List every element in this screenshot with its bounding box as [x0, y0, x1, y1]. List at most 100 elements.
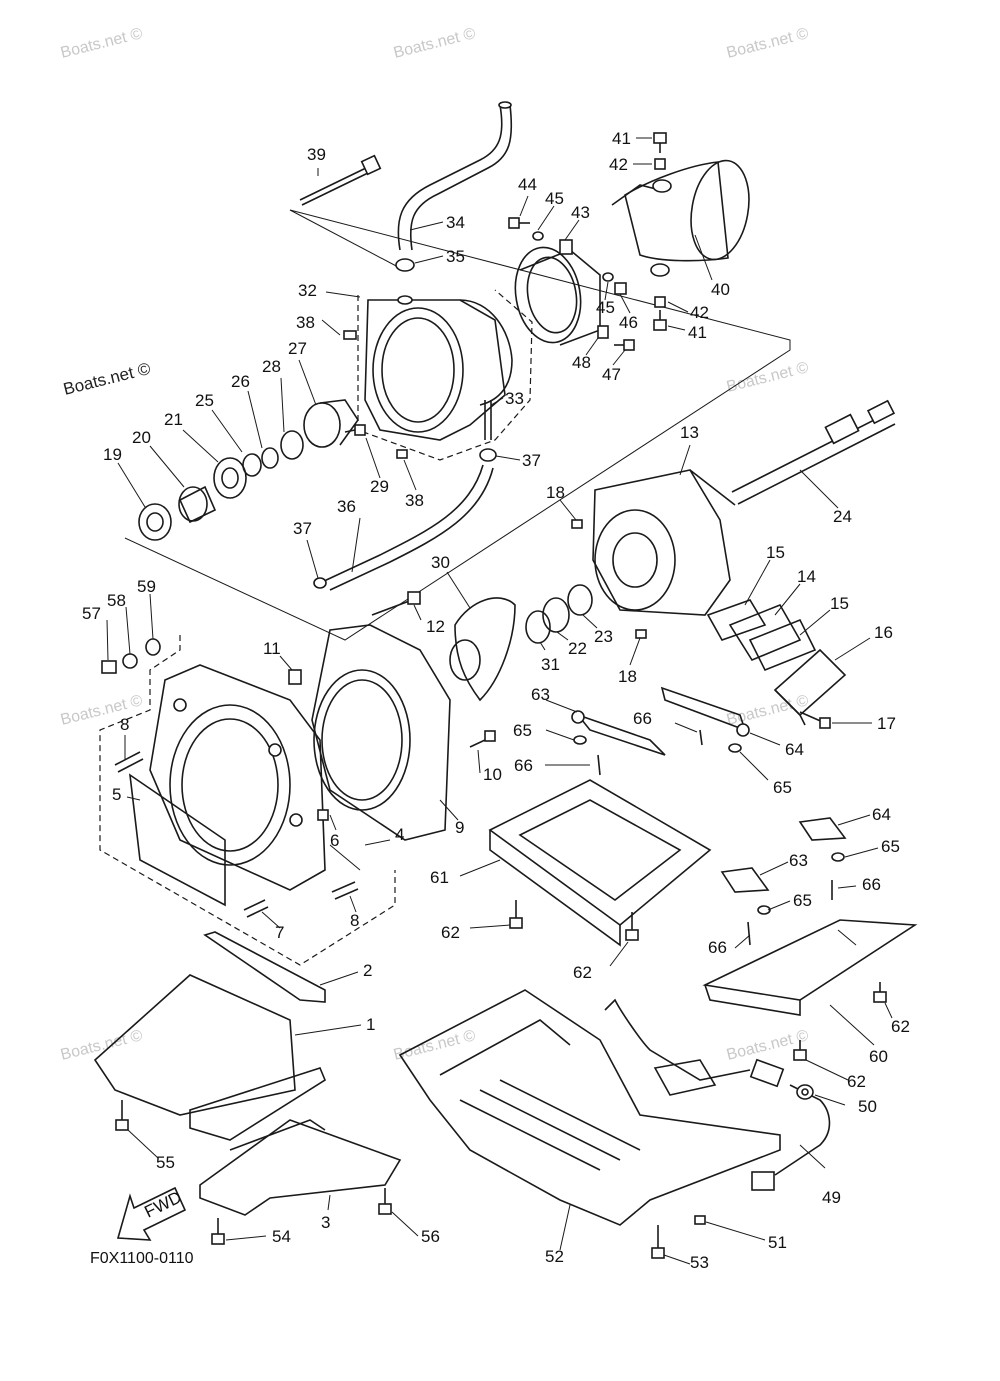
callout-label: 8: [350, 911, 359, 930]
watermark: Boats.net ©: [59, 692, 145, 729]
ring-23: [567, 584, 593, 616]
callout-label: 13: [680, 423, 699, 442]
callout-label: 5: [112, 785, 121, 804]
bolt-62-mid: [625, 912, 639, 941]
housing-group-outline: [357, 289, 533, 461]
callout-label: 61: [430, 868, 449, 887]
callout-label: 52: [545, 1247, 564, 1266]
watermark: Boats.net ©: [392, 1027, 478, 1064]
upper-assembly-outline: [124, 209, 791, 641]
o-ring-28: [280, 430, 304, 460]
callout-label: 57: [82, 604, 101, 623]
bolt-guide-line: [289, 209, 401, 269]
callout-label: 66: [633, 709, 652, 728]
callout-label: 54: [272, 1227, 291, 1246]
callout-label: 59: [137, 577, 156, 596]
callout-label: 55: [156, 1153, 175, 1172]
cap-27: [303, 399, 359, 448]
spacer-25: [242, 453, 262, 477]
gasket-5: [128, 773, 226, 907]
callout-label: 2: [363, 961, 372, 980]
callout-label: 15: [766, 543, 785, 562]
callout-label: 32: [298, 281, 317, 300]
callout-label: 48: [572, 353, 591, 372]
callout-label: 40: [711, 280, 730, 299]
clamp-35: [395, 258, 415, 272]
callout-label: 30: [431, 553, 450, 572]
callout-label: 62: [847, 1072, 866, 1091]
callout-label: 12: [426, 617, 445, 636]
pin-38-lower: [396, 449, 408, 459]
washer-45-bottom: [602, 272, 614, 282]
impeller-30: [449, 597, 516, 702]
diagram-code: F0X1100-0110: [90, 1250, 194, 1267]
callout-label: 60: [869, 1047, 888, 1066]
hose-36: [321, 464, 494, 591]
intake-housing: [149, 664, 326, 891]
collar-26: [261, 447, 279, 469]
callout-label: 38: [405, 491, 424, 510]
callout-label: 27: [288, 339, 307, 358]
bearing-21: [213, 457, 247, 499]
callout-label: 63: [789, 851, 808, 870]
ride-plate-61: [488, 779, 712, 947]
stay-63-upper: [571, 710, 666, 756]
cover-14: [728, 603, 802, 661]
callout-label: 45: [596, 298, 615, 317]
callout-label: 37: [293, 519, 312, 538]
bolt-62-right: [873, 982, 887, 1003]
nut-46: [614, 282, 627, 295]
bolt-29: [344, 424, 366, 436]
callout-label: 39: [307, 145, 326, 164]
intake-group-outline: [99, 635, 396, 966]
callout-label: 45: [545, 189, 564, 208]
bolt-56: [378, 1188, 392, 1215]
callout-label: 50: [858, 1097, 877, 1116]
callout-label: 62: [441, 923, 460, 942]
pin-11: [288, 669, 302, 685]
callout-label: 15: [830, 594, 849, 613]
callout-label: 16: [874, 623, 893, 642]
washer-45-top: [532, 231, 544, 241]
bolt-44: [508, 217, 530, 229]
grommet-50: [796, 1084, 814, 1100]
pin-8-upper: [114, 751, 144, 773]
callout-label: 31: [541, 655, 560, 674]
washer-58: [122, 653, 138, 669]
callout-label: 36: [337, 497, 356, 516]
callout-label: 35: [446, 247, 465, 266]
callout-label: 8: [120, 715, 129, 734]
callout-label: 19: [103, 445, 122, 464]
washer-65-a: [573, 735, 587, 745]
callout-label: 63: [531, 685, 550, 704]
pin-18-upper: [571, 519, 583, 529]
forward-arrow-label: FWD: [141, 1188, 184, 1222]
bolt-39: [299, 154, 382, 206]
callout-label: 46: [619, 313, 638, 332]
callouts: 39 34 35 32 38 27 28 26 25 21 20 19 29 3…: [82, 129, 910, 1272]
pin-18-lower: [635, 629, 647, 639]
callout-label: 66: [708, 938, 727, 957]
pin-38-upper: [343, 330, 357, 340]
callout-label: 18: [546, 483, 565, 502]
callout-label: 38: [296, 313, 315, 332]
callout-label: 41: [612, 129, 631, 148]
stay-64-lower: [798, 817, 847, 841]
intake-grate-52: [398, 989, 781, 1226]
watermark: Boats.net ©: [725, 25, 811, 62]
collar-48: [597, 325, 609, 339]
bracket-4: [329, 844, 361, 871]
pin-7: [243, 899, 269, 918]
watermark: Boats.net ©: [59, 1027, 145, 1064]
callout-label: 24: [833, 507, 852, 526]
callout-label: 20: [132, 428, 151, 447]
bolt-12: [371, 591, 421, 616]
callout-label: 51: [768, 1233, 787, 1252]
callout-label: 37: [522, 451, 541, 470]
stay-63-lower: [720, 867, 770, 893]
callout-label: 42: [609, 155, 628, 174]
callout-label: 14: [797, 567, 816, 586]
plug-51: [694, 1215, 706, 1225]
callout-label: 58: [107, 591, 126, 610]
